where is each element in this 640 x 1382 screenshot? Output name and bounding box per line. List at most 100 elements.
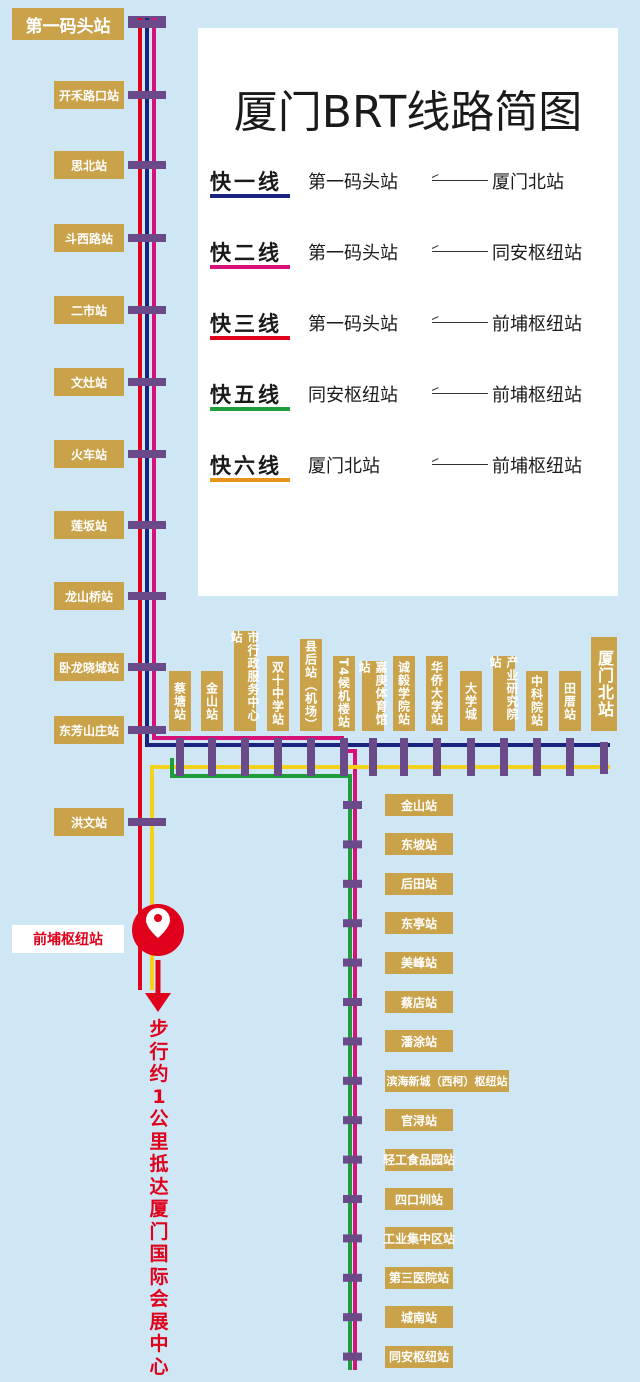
left-station: 二市站	[54, 296, 124, 324]
station-tick	[128, 161, 166, 169]
bottom-station: 蔡店站	[385, 991, 453, 1013]
top-station: 田厝站	[559, 671, 581, 731]
bottom-station: 工业集中区站	[383, 1227, 455, 1250]
bottom-station: 城南站	[385, 1306, 453, 1329]
walk-arrow-head	[145, 993, 171, 1012]
line-from: 第一码头站	[308, 314, 398, 335]
line-from: 第一码头站	[308, 172, 398, 193]
hub-station-label: 前埔枢纽站	[12, 925, 124, 953]
station-tick	[128, 726, 166, 734]
station-tick	[343, 1313, 362, 1322]
legend-row: 快六线 厦门北站 前埔枢纽站	[210, 450, 610, 484]
top-station: 双十中学站	[267, 656, 289, 731]
line-name: 快二线	[210, 241, 282, 265]
line-color-bar	[210, 336, 290, 340]
line-to: 前埔枢纽站	[492, 385, 582, 406]
bottom-station: 四口圳站	[385, 1188, 453, 1210]
line-color-bar	[210, 265, 290, 269]
top-station: 中科院站	[526, 671, 548, 731]
left-station: 第一码头站	[12, 8, 124, 40]
bottom-station: 滨海新城（西柯）枢纽站	[385, 1069, 509, 1092]
line-from: 第一码头站	[308, 243, 398, 264]
route-line-kuailiu	[150, 765, 610, 990]
station-tick	[343, 919, 362, 928]
line-from: 同安枢纽站	[308, 385, 398, 406]
arrow-icon	[432, 393, 488, 394]
station-tick	[128, 234, 166, 242]
station-tick	[128, 592, 166, 600]
top-station: 华侨大学站	[426, 656, 448, 731]
station-tick	[343, 1116, 362, 1125]
left-station: 文灶站	[54, 368, 124, 396]
bottom-station: 同安枢纽站	[385, 1345, 453, 1368]
left-station: 东芳山庄站	[54, 716, 124, 744]
left-station: 开禾路口站	[54, 81, 124, 109]
line-to: 前埔枢纽站	[492, 314, 582, 335]
left-station: 思北站	[54, 151, 124, 179]
bottom-station: 东坡站	[385, 833, 453, 856]
station-tick	[467, 738, 475, 776]
station-tick	[600, 742, 608, 774]
station-tick	[343, 998, 362, 1006]
station-tick	[340, 738, 348, 776]
legend-row: 快一线第一码头站厦门北站	[210, 166, 610, 200]
station-tick	[343, 958, 362, 967]
station-tick	[128, 306, 166, 314]
top-station: 嘉庚体育馆站	[357, 661, 388, 731]
station-tick	[176, 738, 184, 776]
bottom-station: 官浔站	[385, 1109, 453, 1132]
station-tick	[533, 738, 541, 776]
bottom-station: 潘涂站	[385, 1030, 453, 1053]
line-to: 同安枢纽站	[492, 243, 582, 264]
station-tick	[369, 738, 377, 776]
station-tick	[433, 738, 441, 776]
arrow-icon	[432, 464, 488, 465]
station-tick	[128, 450, 166, 458]
arrow-icon	[432, 322, 488, 323]
station-tick	[343, 1352, 362, 1361]
line-name: 快五线	[210, 383, 282, 407]
station-tick	[307, 738, 315, 776]
top-station: 县后站（机场）	[300, 639, 322, 731]
bottom-station: 金山站	[385, 794, 453, 816]
station-tick	[128, 818, 166, 826]
map-title: 厦门BRT线路简图	[233, 87, 583, 138]
station-tick	[128, 521, 166, 529]
route-line-kuaiwu	[170, 758, 352, 1370]
station-tick	[343, 1076, 362, 1085]
station-tick	[274, 738, 282, 776]
line-name: 快一线	[210, 170, 282, 194]
line-color-bar	[210, 478, 290, 482]
line-from: 厦门北站	[308, 456, 380, 477]
left-station: 斗西路站	[54, 224, 124, 252]
bottom-station: 美峰站	[385, 951, 453, 974]
legend-row: 快三线 第一码头站 前埔枢纽站	[210, 308, 610, 342]
bottom-station: 轻工食品园站	[383, 1148, 455, 1171]
top-station: 金山站	[201, 671, 223, 731]
left-station: 火车站	[54, 440, 124, 468]
station-tick	[128, 378, 166, 386]
station-tick	[128, 20, 166, 28]
line-to: 前埔枢纽站	[492, 456, 582, 477]
legend-row: 快二线 第一码头站 同安枢纽站	[210, 237, 610, 271]
station-tick	[241, 738, 249, 776]
top-station: 诚毅学院站	[393, 656, 415, 731]
legend-panel: 厦门BRT线路简图 快一线第一码头站厦门北站快二线第一码头站同安枢纽站快三线第一…	[198, 28, 618, 596]
bottom-station: 后田站	[385, 872, 453, 895]
line-name: 快六线	[210, 454, 282, 478]
station-tick	[343, 1195, 362, 1203]
top-station: 产业研究院站	[488, 656, 519, 731]
bottom-station: 东亭站	[385, 912, 453, 935]
arrow-icon	[432, 180, 488, 181]
station-tick	[500, 738, 508, 776]
route-line-kuaiyi	[145, 18, 610, 747]
walk-note: 步行约1公里抵达厦门国际会展中心	[149, 1018, 169, 1378]
line-color-bar	[210, 407, 290, 411]
station-tick	[343, 879, 362, 888]
line-name: 快三线	[210, 312, 282, 336]
left-station: 洪文站	[54, 808, 124, 836]
top-station: 蔡塘站	[169, 671, 191, 731]
station-tick	[343, 1155, 362, 1164]
top-station: 大学城	[460, 671, 482, 731]
station-tick	[343, 1037, 362, 1046]
